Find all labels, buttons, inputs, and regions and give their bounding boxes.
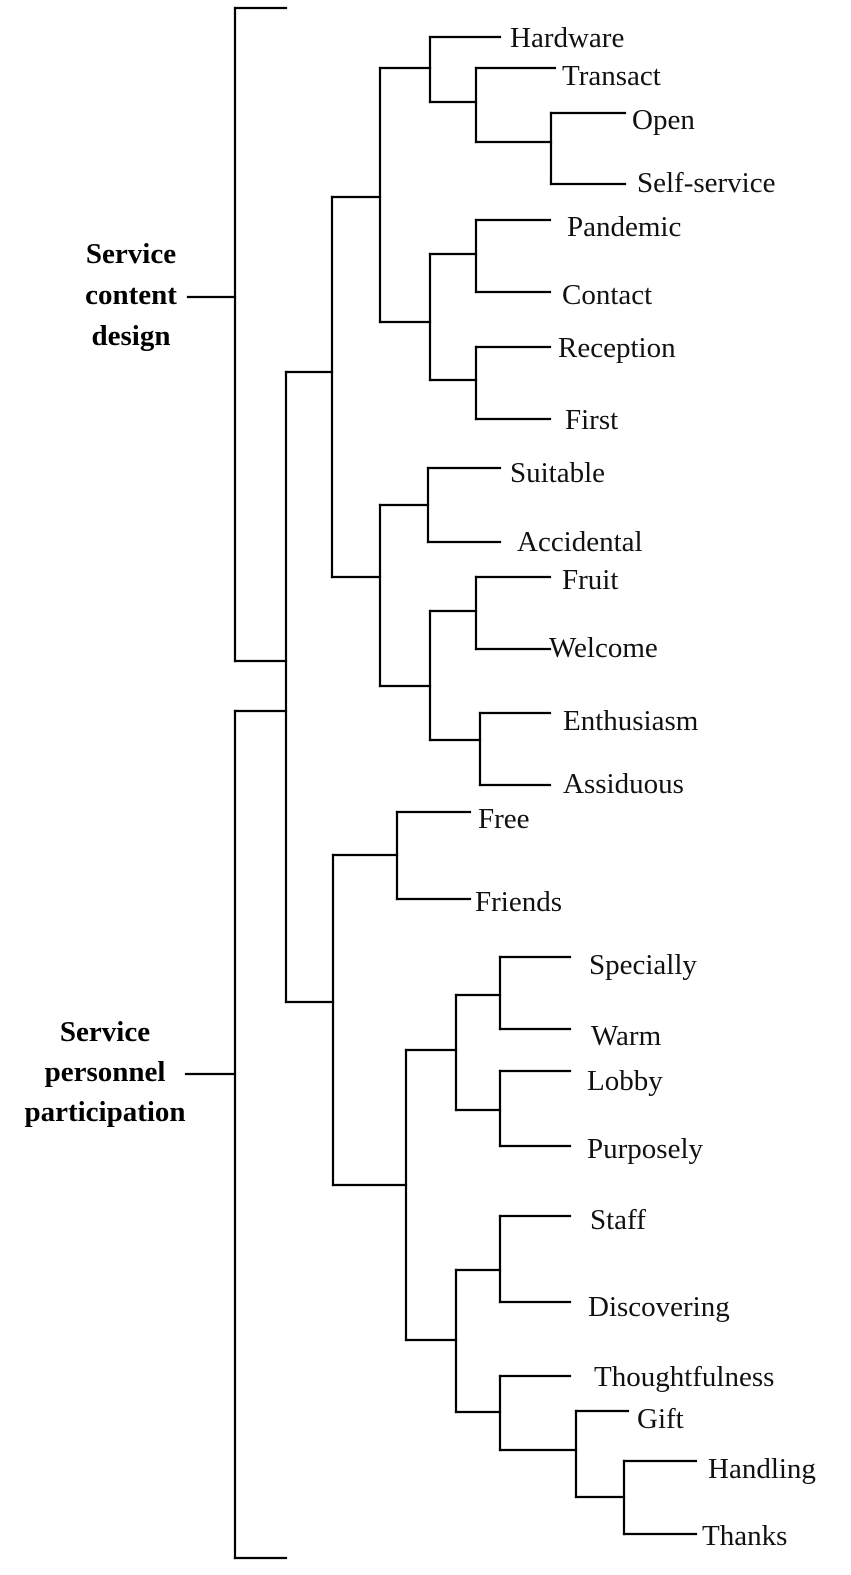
leaf-label: Handling xyxy=(708,1453,816,1485)
leaf-label: Reception xyxy=(558,332,676,364)
leaf-label: Open xyxy=(632,104,695,136)
leaf-label: Suitable xyxy=(510,457,605,489)
leaf-label: Self-service xyxy=(637,167,776,199)
group-label: design xyxy=(92,320,171,352)
leaf-label: Specially xyxy=(589,949,697,981)
leaf-label: Lobby xyxy=(587,1065,663,1097)
group-label: Service xyxy=(86,238,176,270)
leaf-label: First xyxy=(565,404,618,436)
leaf-label: Hardware xyxy=(510,22,624,54)
leaf-label: Gift xyxy=(637,1403,684,1435)
group-label: personnel xyxy=(45,1056,166,1088)
leaf-label: Enthusiasm xyxy=(563,705,699,737)
leaf-label: Discovering xyxy=(588,1291,730,1323)
leaf-label: Welcome xyxy=(549,632,658,664)
group-label: Service xyxy=(60,1016,150,1048)
leaf-label: Contact xyxy=(562,279,652,311)
leaf-label: Staff xyxy=(590,1204,646,1236)
leaf-label: Friends xyxy=(475,886,562,918)
leaf-label: Purposely xyxy=(587,1133,704,1165)
leaf-label: Fruit xyxy=(562,564,618,596)
leaf-label: Accidental xyxy=(517,526,643,558)
leaf-label: Thoughtfulness xyxy=(594,1361,774,1393)
leaf-label: Free xyxy=(478,803,530,835)
leaf-label: Assiduous xyxy=(563,768,684,800)
group-label: participation xyxy=(24,1096,185,1128)
leaf-label: Pandemic xyxy=(567,211,681,243)
group-label: content xyxy=(85,279,177,311)
leaf-label: Warm xyxy=(591,1020,662,1052)
leaf-label: Thanks xyxy=(702,1520,787,1552)
leaf-label: Transact xyxy=(562,60,661,92)
